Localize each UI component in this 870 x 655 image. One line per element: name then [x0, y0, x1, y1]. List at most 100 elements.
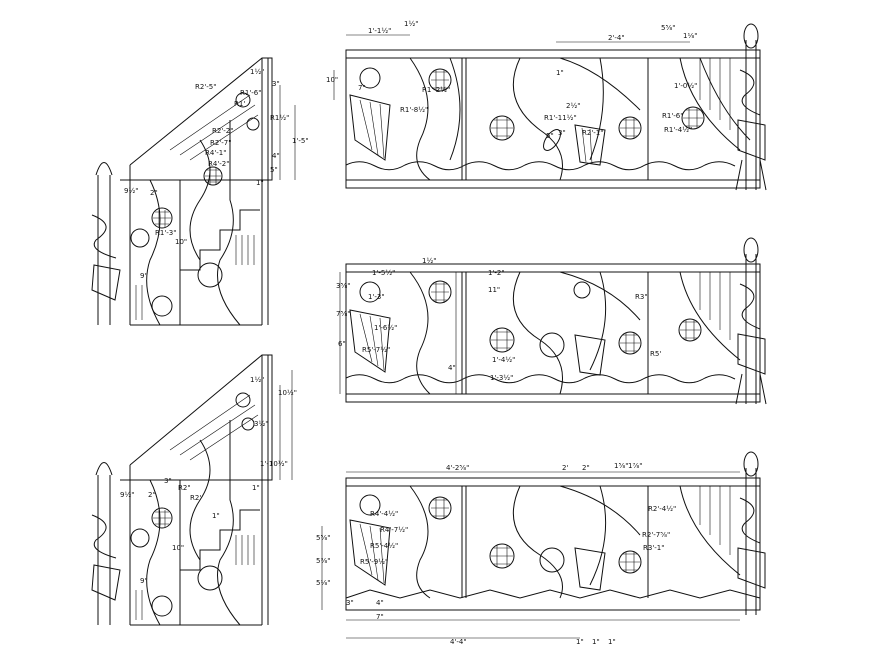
dim-label: R5'-7½"	[362, 346, 390, 354]
dim-label: 4'-2⅝"	[446, 464, 469, 472]
dim-label: 1½"	[404, 20, 418, 28]
finial-post	[737, 451, 766, 615]
dim-label: 2"	[150, 189, 158, 197]
dim-label: 1'-1½"	[368, 27, 391, 35]
dim-label: 10"	[175, 238, 187, 246]
dim-label: 1"	[592, 638, 600, 646]
dim-label: 1½"	[250, 68, 264, 76]
dim-label: 7⅝"	[336, 310, 350, 318]
dim-label: 4"	[448, 364, 456, 372]
finial-post	[735, 23, 767, 191]
dim-label: R4'-4½"	[370, 510, 398, 518]
dim-label: R1'-11½"	[544, 114, 577, 122]
dim-label: R3"	[635, 293, 648, 301]
dim-label: 1'-4½"	[492, 356, 515, 364]
dim-label: 5⅝"	[316, 534, 330, 542]
dim-label: 1'-10½"	[260, 460, 288, 468]
dim-label: 1'-2"	[488, 269, 505, 277]
dim-label: 5"	[270, 166, 278, 174]
stair-railing-top	[91, 57, 296, 326]
dim-label: R3'-1"	[643, 544, 664, 552]
dim-label: R1½"	[270, 114, 289, 122]
dim-label: 4"	[272, 152, 280, 160]
dim-label: R1'-8½"	[400, 106, 428, 114]
dim-label: 5"	[546, 132, 554, 140]
dim-label: 1'-0½"	[674, 82, 697, 90]
dim-label: R1'-4½"	[664, 126, 692, 134]
dim-label: 1"	[256, 179, 264, 187]
dim-label: 2'-4"	[608, 34, 625, 42]
finial-post	[735, 237, 767, 405]
dim-label: R5'-9½"	[360, 558, 388, 566]
dim-label: 9"	[140, 577, 148, 585]
dim-label: 3"	[346, 599, 354, 607]
dim-label: R5'	[650, 350, 661, 358]
finial-post	[91, 462, 121, 625]
dim-label: R1'	[234, 100, 245, 108]
dim-label: R1'-6"	[240, 89, 261, 97]
panel-top-dims: 1'-1½" 1½" 5⅝" 1⅛" 2'-4" 10" 7" 1'-0½" R…	[326, 20, 697, 140]
stair-bottom-dims: 1½" 10½" 3½" 1'-10½" 1" 9½" R2" R2' 3" 2…	[120, 376, 297, 585]
dim-label: 9½"	[124, 187, 138, 195]
dim-label: 3⅝"	[336, 282, 350, 290]
dim-label: 2"	[582, 464, 590, 472]
dim-label: 10"	[172, 544, 184, 552]
dim-label: R4'-7½"	[380, 526, 408, 534]
dim-label: 1"	[576, 638, 584, 646]
dim-label: 10½"	[278, 389, 297, 397]
dim-label: R2'	[190, 494, 201, 502]
dim-label: 3"	[272, 80, 280, 88]
dim-label: R2'-7⅝"	[642, 531, 670, 539]
dim-label: R5'-4½"	[370, 542, 398, 550]
dim-label: 1⅞"	[628, 462, 642, 470]
dim-label: 10"	[326, 76, 338, 84]
dim-label: R2'-1"	[582, 129, 603, 137]
dim-label: 1'-6½"	[374, 324, 397, 332]
dim-label: 9"	[140, 272, 148, 280]
dim-label: R2'-5"	[195, 83, 216, 91]
dim-label: 3"	[558, 129, 566, 137]
dim-label: 1⅝"	[614, 462, 628, 470]
stair-top-dims: R2'-5" R1'-6" R1' R1½" R2'-2" R2'-7" R4'…	[124, 68, 309, 280]
dim-label: 1"	[212, 512, 220, 520]
dim-label: R2'-2"	[212, 127, 233, 135]
dim-label: 4"	[376, 599, 384, 607]
dim-label: 1'-3"	[368, 293, 385, 301]
dim-label: 2'	[562, 464, 568, 472]
dim-label: 1'-5"	[292, 137, 309, 145]
dim-label: 9½"	[120, 491, 134, 499]
dim-label: 1'-3½"	[490, 374, 513, 382]
dim-label: R4'-1"	[205, 149, 226, 157]
dim-label: 4'-4"	[450, 638, 467, 646]
dim-label: 1½"	[250, 376, 264, 384]
dim-label: 6"	[338, 340, 346, 348]
dim-label: 1'-5½"	[372, 269, 395, 277]
railing-panel-middle	[339, 237, 767, 405]
dim-label: R1'-3"	[155, 229, 176, 237]
railing-panel-top	[333, 23, 767, 191]
dim-label: 3½"	[254, 420, 268, 428]
dim-label: 7"	[358, 84, 366, 92]
dim-label: 11"	[488, 286, 500, 294]
dim-label: R2'-7"	[210, 139, 231, 147]
dim-label: 1"	[556, 69, 564, 77]
dim-label: 2"	[148, 491, 156, 499]
railing-panel-bottom	[321, 451, 766, 639]
dim-label: 5⅝"	[661, 24, 675, 32]
stair-railing-bottom	[91, 354, 293, 626]
dim-label: 2½"	[566, 102, 580, 110]
dim-label: 1⅛"	[683, 32, 697, 40]
dim-label: 1½"	[422, 257, 436, 265]
dim-label: R2"	[178, 484, 191, 492]
dim-label: 3"	[164, 477, 172, 485]
finial-post	[91, 162, 121, 325]
dim-label: 1"	[608, 638, 616, 646]
dim-label: 5⅜"	[316, 557, 330, 565]
dim-label: 1"	[252, 484, 260, 492]
dim-label: R4'-2"	[208, 160, 229, 168]
panel-bottom-dims: 4'-2⅝" 2' 2" 1⅝" 1⅞" R2'-4½" R4'-4½" R4'…	[316, 462, 676, 646]
dim-label: R1'-2½"	[422, 86, 450, 94]
dim-label: 7"	[376, 613, 384, 621]
dim-label: 5⅛"	[316, 579, 330, 587]
panel-middle-dims: 1'-5½" 1½" 1'-2" 3⅝" 1'-3" 11" 7⅝" 1'-6½…	[336, 257, 661, 382]
